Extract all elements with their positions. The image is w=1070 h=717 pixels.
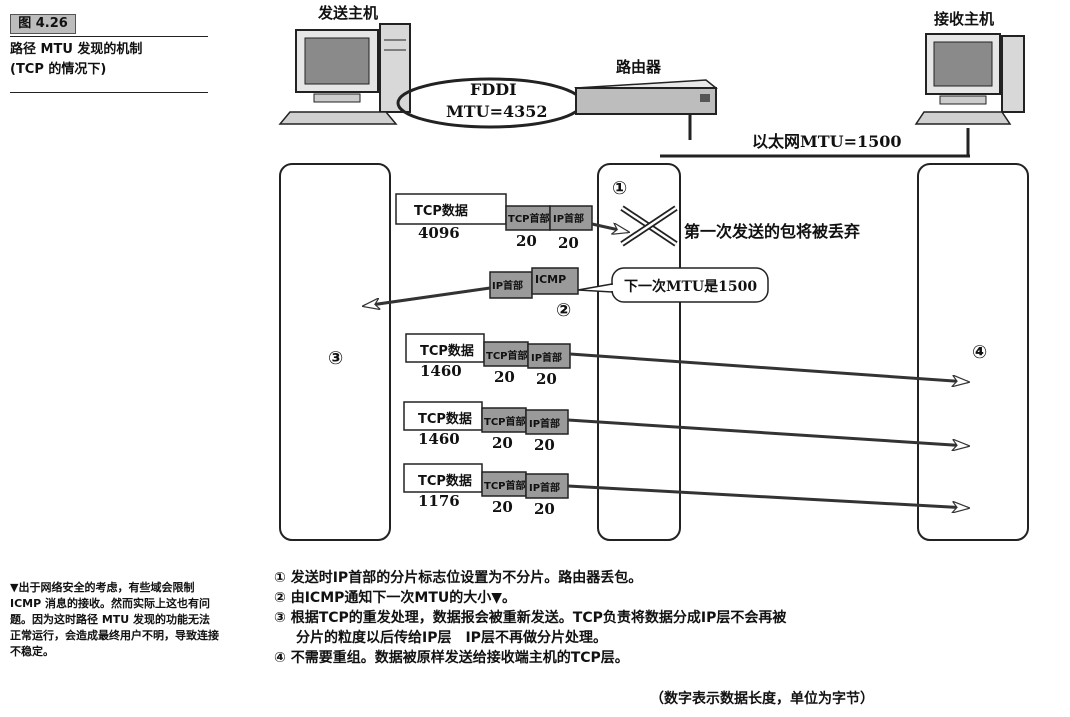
figure-tag: 图 4.26 xyxy=(10,14,76,34)
packet-1-tcp-len: 20 xyxy=(494,368,515,386)
first-packet-ip-len: 20 xyxy=(558,234,579,252)
first-packet-arrow xyxy=(591,222,628,232)
packet-3-ip-header: IP首部 xyxy=(529,483,561,494)
sender-layer-panel xyxy=(279,163,391,541)
packet-row-2 xyxy=(403,401,968,446)
packet-2-tcp-len: 20 xyxy=(492,434,513,452)
title-rule-bottom xyxy=(10,92,208,93)
unit-footer: （数字表示数据长度，单位为字节） xyxy=(650,691,874,707)
receiver-layer-panel xyxy=(917,163,1029,541)
figure-title: 路径 MTU 发现的机制 (TCP 的情况下) xyxy=(10,40,210,80)
fddi-mtu: MTU=4352 xyxy=(446,102,548,121)
marker-2: ② xyxy=(556,300,572,321)
packet-3-tcp-len: 20 xyxy=(492,498,513,516)
drop-label: 第一次发送的包将被丢弃 xyxy=(684,222,861,241)
packet-3-data: TCP数据 xyxy=(418,474,472,489)
router-layer-panel xyxy=(597,163,681,541)
packet-3-tcp-header: TCP首部 xyxy=(484,481,526,492)
side-footnote: ▼出于网络安全的考虑，有些域会限制 ICMP 消息的接收。然而实际上这也有问题。… xyxy=(10,581,219,658)
packet-1-ip-len: 20 xyxy=(536,370,557,388)
marker-4: ④ xyxy=(972,342,988,363)
packet-1-ip-header: IP首部 xyxy=(531,353,563,364)
packet-2-ip-len: 20 xyxy=(534,436,555,454)
first-packet-tcp-len: 20 xyxy=(516,232,537,250)
icmp-return-arrow xyxy=(364,286,491,306)
first-packet-tcp-header: TCP首部 xyxy=(508,214,550,225)
packet-2-data-len: 1460 xyxy=(418,430,460,448)
note-4: ④ 不需要重组。数据被原样发送给接收端主机的TCP层。 xyxy=(274,650,629,666)
marker-1: ① xyxy=(612,178,628,199)
icmp-packet-ip-header: IP首部 xyxy=(492,281,524,292)
packet-3-data-len: 1176 xyxy=(418,492,460,510)
explanation-notes: ① 发送时IP首部的分片标志位设置为不分片。路由器丢包。 ② 由ICMP通知下一… xyxy=(274,568,786,668)
icmp-packet-icmp: ICMP xyxy=(535,273,567,286)
icmp-packet xyxy=(489,267,579,299)
drop-x-icon xyxy=(620,205,678,247)
figure-title-line1: 路径 MTU 发现的机制 xyxy=(10,42,143,57)
sender-computer-icon xyxy=(278,23,411,125)
first-packet-data: TCP数据 xyxy=(414,204,468,219)
fddi-name: FDDI xyxy=(470,80,517,99)
note-3a: ③ 根据TCP的重发处理，数据报会被重新发送。TCP负责将数据分成IP层不会再被 xyxy=(274,610,787,626)
packet-2-ip-header: IP首部 xyxy=(529,419,561,430)
packet-row-3 xyxy=(403,463,968,508)
packet-1-tcp-header: TCP首部 xyxy=(486,351,528,362)
receiver-label: 接收主机 xyxy=(934,10,995,28)
note-1: ① 发送时IP首部的分片标志位设置为不分片。路由器丢包。 xyxy=(274,570,643,586)
first-packet-ip-header: IP首部 xyxy=(553,214,585,225)
icmp-bubble-text: 下一次MTU是1500 xyxy=(624,279,758,295)
ethernet-mtu-label: 以太网MTU=1500 xyxy=(752,132,902,151)
marker-3: ③ xyxy=(328,348,344,369)
packet-row-1 xyxy=(405,333,968,382)
note-3b: 分片的粒度以后传给IP层 IP层不再做分片处理。 xyxy=(296,630,607,646)
router-icon xyxy=(574,79,718,140)
first-packet-data-len: 4096 xyxy=(418,224,460,242)
packet-2-data: TCP数据 xyxy=(418,412,472,427)
packet-1-data: TCP数据 xyxy=(420,344,474,359)
receiver-computer-icon xyxy=(914,33,1025,125)
router-label: 路由器 xyxy=(616,58,662,76)
mtu-diagram xyxy=(278,23,1029,541)
mtu-callout-bubble xyxy=(577,267,769,303)
note-2: ② 由ICMP通知下一次MTU的大小▼。 xyxy=(274,590,517,606)
first-packet xyxy=(395,193,593,231)
figure-title-line2: (TCP 的情况下) xyxy=(10,62,107,77)
sender-label: 发送主机 xyxy=(318,4,379,22)
packet-2-tcp-header: TCP首部 xyxy=(484,417,526,428)
title-rule-top xyxy=(10,36,208,37)
packet-1-data-len: 1460 xyxy=(420,362,462,380)
packet-3-ip-len: 20 xyxy=(534,500,555,518)
